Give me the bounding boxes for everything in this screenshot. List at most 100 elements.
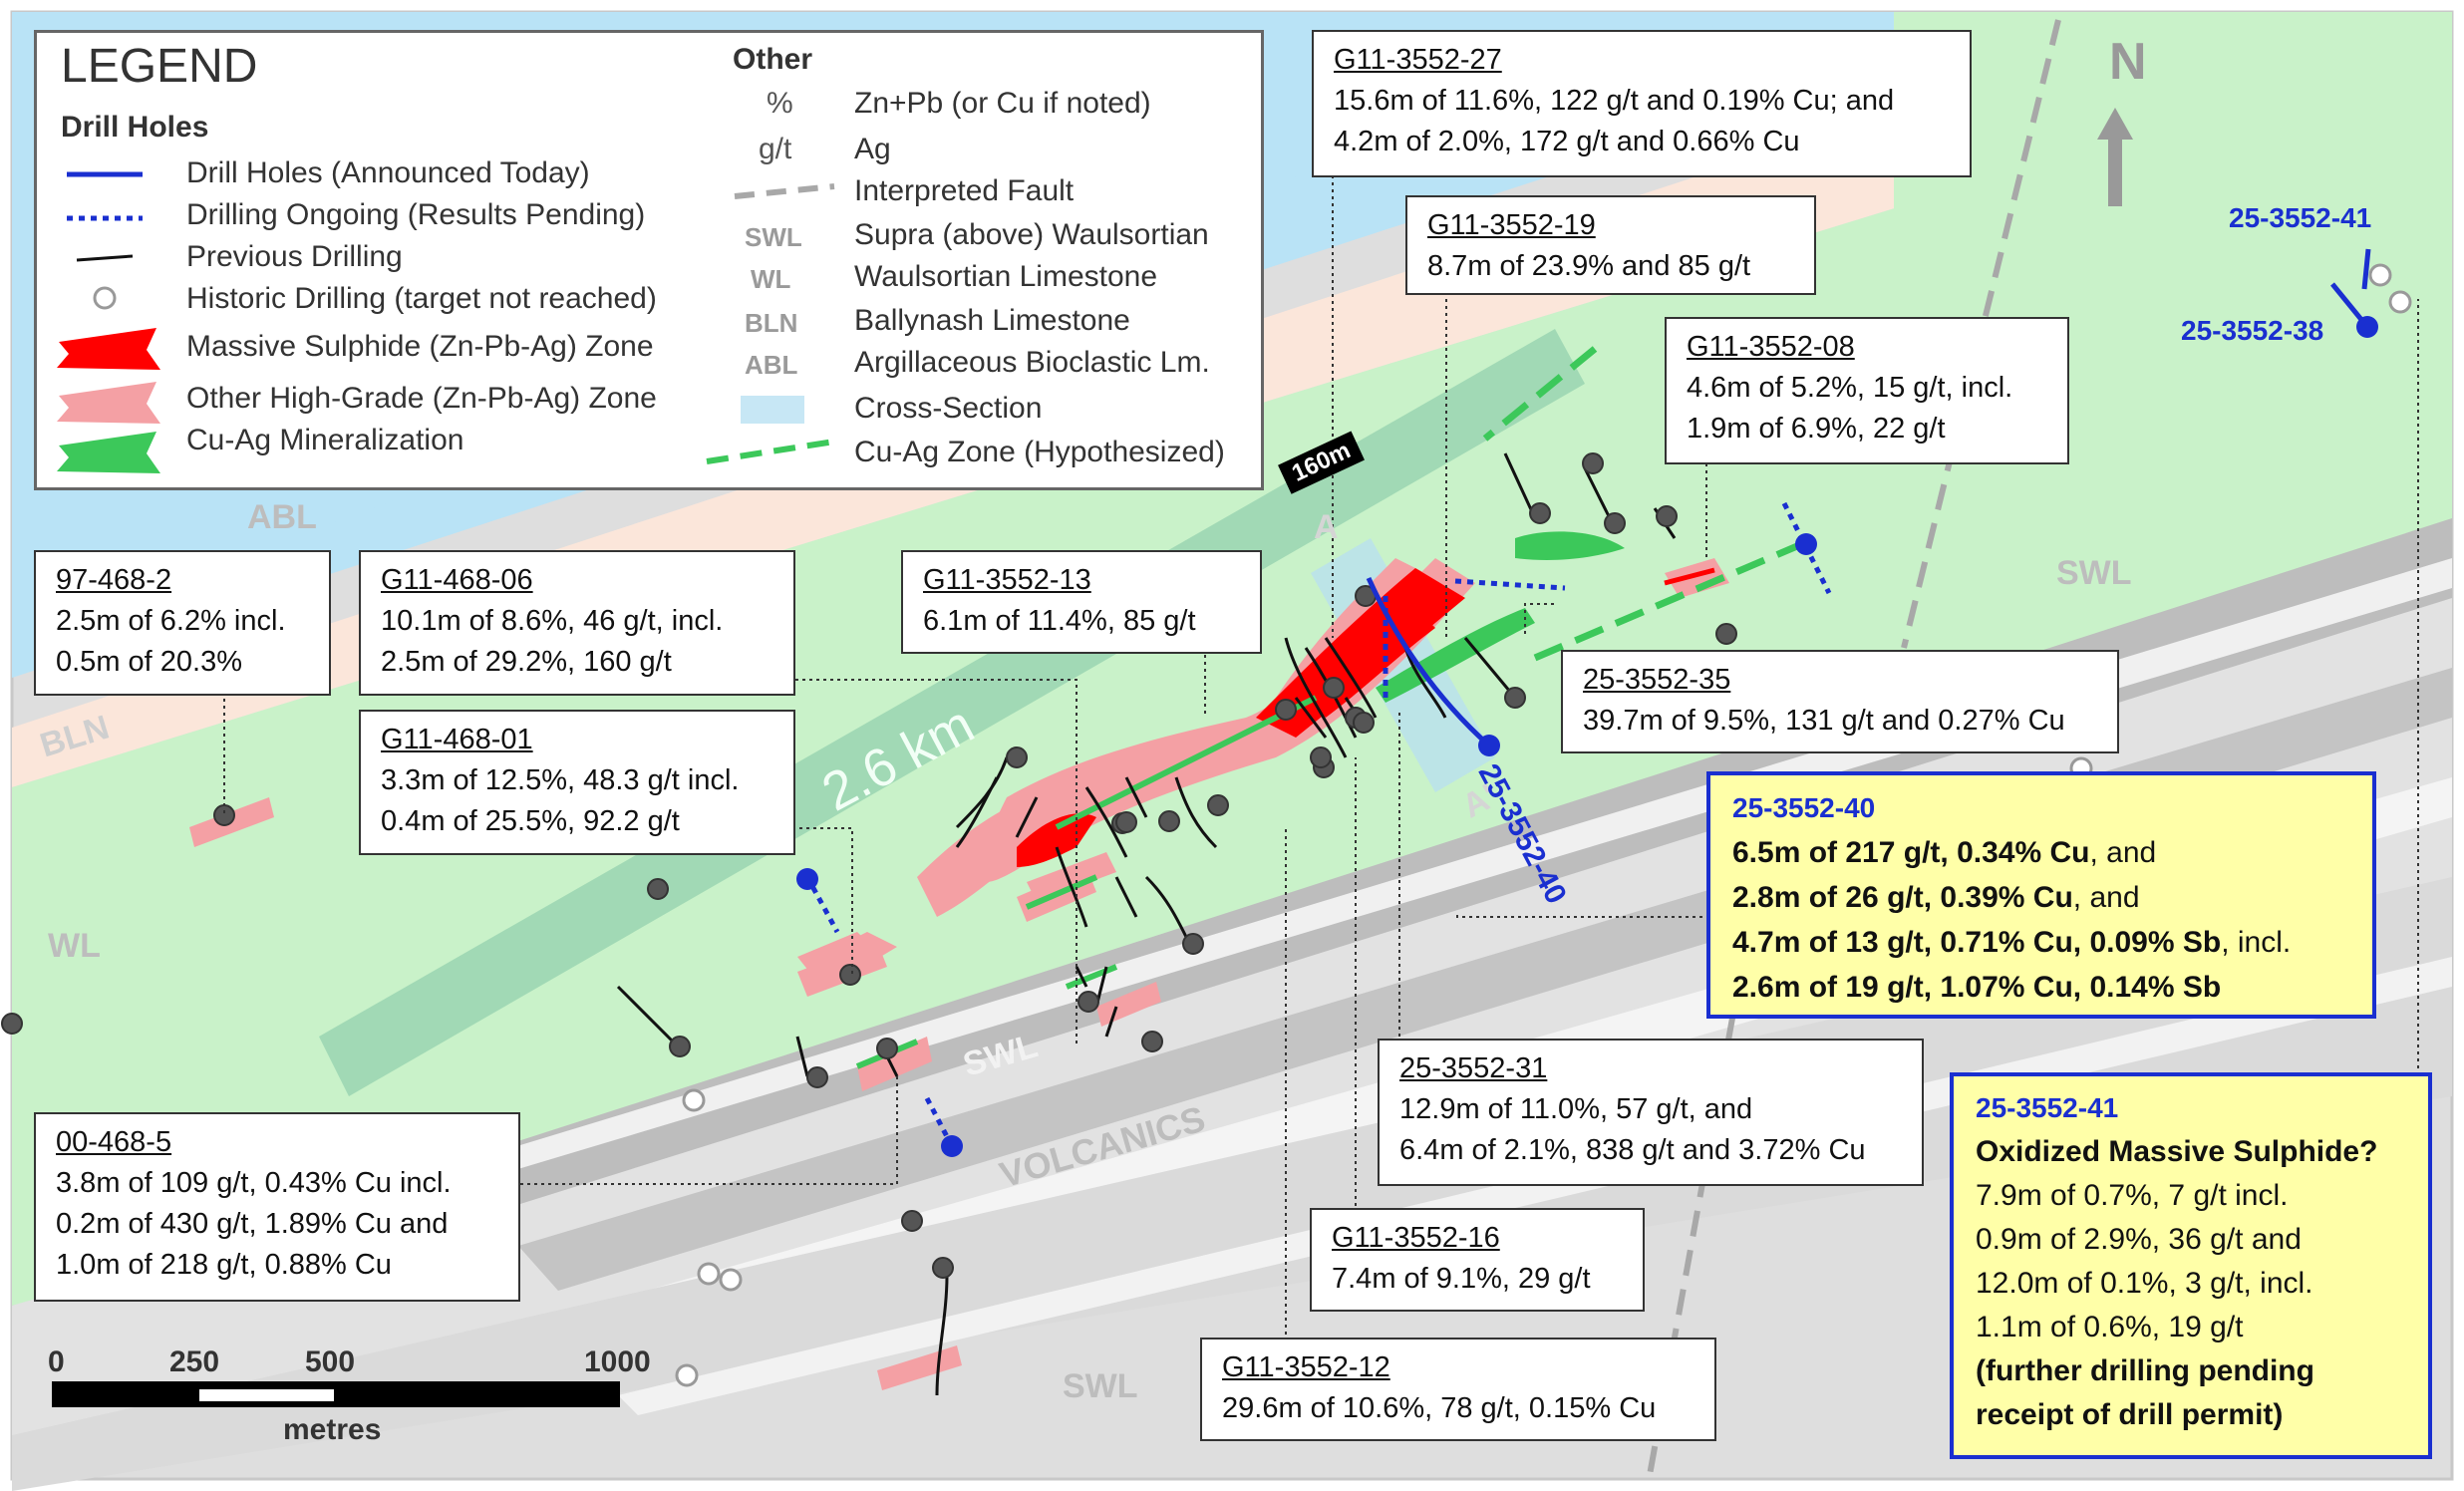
highlight-line: 7.9m of 0.7%, 7 g/t incl. <box>1976 1179 2289 1212</box>
callout-g11-3552-12: G11-3552-12 29.6m of 10.6%, 78 g/t, 0.15… <box>1200 1338 1716 1441</box>
callout-title: 25-3552-31 <box>1399 1052 1548 1084</box>
legend-other-gt: Ag <box>854 133 891 165</box>
callout-line: 1.9m of 6.9%, 22 g/t <box>1687 413 1946 445</box>
highlight-title: 25-3552-40 <box>1732 792 1876 823</box>
highlight-line: 4.7m of 13 g/t, 0.71% Cu, 0.09% Sb, incl… <box>1732 926 2292 959</box>
cu-ag-zone <box>1376 608 1535 703</box>
north-arrow-icon <box>2097 108 2133 206</box>
highlight-note: receipt of drill permit) <box>1976 1398 2284 1431</box>
callout-00-468-5: 00-468-5 3.8m of 109 g/t, 0.43% Cu incl.… <box>34 1112 520 1302</box>
callout-g11-3552-27: G11-3552-27 15.6m of 11.6%, 122 g/t and … <box>1312 30 1972 177</box>
legend-sym-bln: BLN <box>745 308 798 338</box>
callout-97-468-2: 97-468-2 2.5m of 6.2% incl. 0.5m of 20.3… <box>34 550 331 696</box>
legend-item-previous: Previous Drilling <box>186 240 403 273</box>
distance-band <box>319 329 1585 1096</box>
previous-drill-collars <box>1 452 1737 1279</box>
scale-tick-250: 250 <box>169 1345 220 1378</box>
label-section-a: A <box>1314 508 1339 546</box>
legend: LEGEND Drill Holes Other Drill Holes (An… <box>34 30 1264 490</box>
callout-line: 1.0m of 218 g/t, 0.88% Cu <box>56 1249 392 1281</box>
callout-title: G11-3552-19 <box>1427 209 1596 241</box>
callout-line: 0.5m of 20.3% <box>56 646 242 678</box>
callout-title: G11-3552-16 <box>1332 1222 1500 1254</box>
legend-other-wl: Waulsortian Limestone <box>854 260 1158 293</box>
callout-25-3552-35: 25-3552-35 39.7m of 9.5%, 131 g/t and 0.… <box>1561 650 2119 753</box>
callout-title: G11-3552-13 <box>923 564 1091 596</box>
callout-line: 6.1m of 11.4%, 85 g/t <box>923 605 1196 637</box>
callout-title: 97-468-2 <box>56 564 172 596</box>
legend-title: LEGEND <box>61 40 258 93</box>
highlight-line: 12.0m of 0.1%, 3 g/t, incl. <box>1976 1267 2313 1300</box>
callout-line: 15.6m of 11.6%, 122 g/t and 0.19% Cu; an… <box>1334 85 1895 117</box>
highlight-line: 2.8m of 26 g/t, 0.39% Cu, and <box>1732 881 2140 914</box>
callout-title: G11-3552-08 <box>1687 331 1855 363</box>
callout-line: 2.5m of 29.2%, 160 g/t <box>381 646 672 678</box>
legend-other-cu-ag-hyp: Cu-Ag Zone (Hypothesized) <box>854 436 1225 468</box>
label-swl-east: SWL <box>2056 554 2132 592</box>
ongoing-drill-collars <box>796 533 1817 1157</box>
callout-line: 29.6m of 10.6%, 78 g/t, 0.15% Cu <box>1222 1392 1657 1424</box>
callout-line: 0.4m of 25.5%, 92.2 g/t <box>381 805 680 837</box>
label-hole-38: 25-3552-38 <box>2181 315 2324 346</box>
highlight-subtitle: Oxidized Massive Sulphide? <box>1976 1135 2378 1168</box>
highlight-title: 25-3552-41 <box>1976 1092 2119 1123</box>
label-wl: WL <box>48 927 101 965</box>
legend-symbols <box>57 171 835 473</box>
label-swl-south: SWL <box>1063 1367 1138 1405</box>
callout-line: 7.4m of 9.1%, 29 g/t <box>1332 1263 1591 1295</box>
legend-sym-swl: SWL <box>745 222 802 252</box>
callout-line: 6.4m of 2.1%, 838 g/t and 3.72% Cu <box>1399 1134 1866 1166</box>
callout-g11-3552-16: G11-3552-16 7.4m of 9.1%, 29 g/t <box>1310 1208 1645 1312</box>
callout-line: 8.7m of 23.9% and 85 g/t <box>1427 250 1751 282</box>
callout-title: 00-468-5 <box>56 1126 172 1158</box>
highlight-line: 6.5m of 217 g/t, 0.34% Cu, and <box>1732 836 2157 869</box>
highlight-note: (further drilling pending <box>1976 1354 2314 1387</box>
callout-g11-3552-08: G11-3552-08 4.6m of 5.2%, 15 g/t, incl. … <box>1665 317 2069 464</box>
callout-leaders <box>223 175 2419 1342</box>
cu-ag-hypothesized-line <box>1482 346 1598 442</box>
legend-other-cross-section: Cross-Section <box>854 392 1043 425</box>
callout-title: G11-3552-27 <box>1334 44 1502 76</box>
callout-title: 25-3552-35 <box>1583 664 1731 696</box>
highlight-line: 1.1m of 0.6%, 19 g/t <box>1976 1311 2244 1343</box>
highlight-line: 2.6m of 19 g/t, 1.07% Cu, 0.14% Sb <box>1732 971 2222 1004</box>
scale-bar <box>52 1381 620 1407</box>
callout-line: 0.2m of 430 g/t, 1.89% Cu and <box>56 1208 449 1240</box>
callout-title: G11-468-06 <box>381 564 533 596</box>
callout-25-3552-31: 25-3552-31 12.9m of 11.0%, 57 g/t, and 6… <box>1378 1039 1924 1186</box>
legend-item-ongoing: Drilling Ongoing (Results Pending) <box>186 198 646 231</box>
legend-other-swl: Supra (above) Waulsortian <box>854 218 1209 251</box>
legend-drill-holes-heading: Drill Holes <box>61 111 209 144</box>
callout-line: 39.7m of 9.5%, 131 g/t and 0.27% Cu <box>1583 705 2065 737</box>
legend-other-abl: Argillaceous Bioclastic Lm. <box>854 346 1210 379</box>
historic-drill-collars <box>675 263 2412 1387</box>
legend-item-cu-ag: Cu-Ag Mineralization <box>186 424 464 456</box>
callout-g11-468-01: G11-468-01 3.3m of 12.5%, 48.3 g/t incl.… <box>359 710 795 855</box>
legend-other-pct: Zn+Pb (or Cu if noted) <box>854 87 1151 120</box>
legend-item-historic: Historic Drilling (target not reached) <box>186 282 657 315</box>
callout-g11-468-06: G11-468-06 10.1m of 8.6%, 46 g/t, incl. … <box>359 550 795 696</box>
drill-hole-25-3552-40 <box>1366 576 1491 747</box>
scale-tick-500: 500 <box>305 1345 356 1378</box>
highlight-25-3552-41: 25-3552-41 Oxidized Massive Sulphide? 7.… <box>1950 1072 2432 1459</box>
legend-item-high-grade: Other High-Grade (Zn-Pb-Ag) Zone <box>186 382 657 415</box>
previous-drill-traces <box>616 452 1677 1396</box>
callout-line: 3.3m of 12.5%, 48.3 g/t incl. <box>381 764 740 796</box>
label-hole-41: 25-3552-41 <box>2229 202 2372 233</box>
callout-g11-3552-13: G11-3552-13 6.1m of 11.4%, 85 g/t <box>901 550 1262 654</box>
legend-item-massive: Massive Sulphide (Zn-Pb-Ag) Zone <box>186 330 654 363</box>
callout-title: G11-468-01 <box>381 724 533 755</box>
legend-item-announced: Drill Holes (Announced Today) <box>186 156 590 189</box>
callout-line: 3.8m of 109 g/t, 0.43% Cu incl. <box>56 1167 452 1199</box>
callout-g11-3552-19: G11-3552-19 8.7m of 23.9% and 85 g/t <box>1405 195 1816 295</box>
callout-line: 10.1m of 8.6%, 46 g/t, incl. <box>381 605 724 637</box>
callout-line: 4.6m of 5.2%, 15 g/t, incl. <box>1687 372 2013 404</box>
legend-sym-gt: g/t <box>759 133 792 165</box>
legend-sym-abl: ABL <box>745 350 798 380</box>
scale-tick-0: 0 <box>48 1345 65 1378</box>
label-north: N <box>2109 33 2147 91</box>
highlight-line: 0.9m of 2.9%, 36 g/t and <box>1976 1223 2302 1256</box>
callout-line: 4.2m of 2.0%, 172 g/t and 0.66% Cu <box>1334 126 1800 157</box>
highlight-25-3552-40: 25-3552-40 6.5m of 217 g/t, 0.34% Cu, an… <box>1706 771 2376 1019</box>
scale-unit: metres <box>283 1413 382 1446</box>
